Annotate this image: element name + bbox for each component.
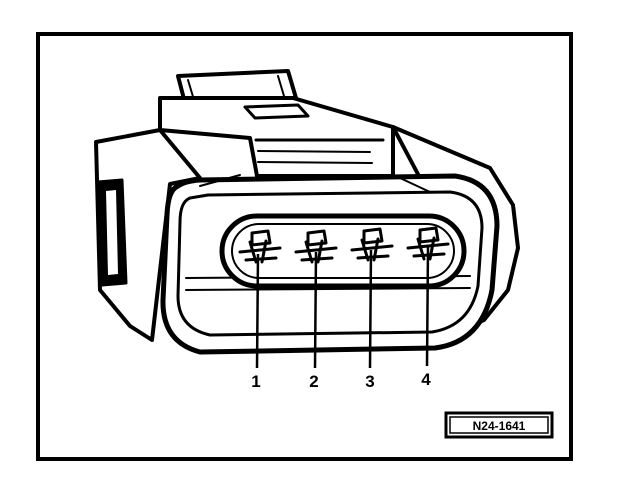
pin-3-leader — [368, 249, 373, 369]
pin-2-leader — [313, 251, 318, 369]
connector-icon — [94, 69, 520, 355]
pin-4-leader — [425, 245, 430, 367]
reference-code-box: N24-1641 — [444, 411, 554, 439]
pin-leader-lines — [255, 245, 430, 369]
pin-label-4: 4 — [421, 370, 431, 389]
pin-label-1: 1 — [251, 372, 260, 391]
pin-label-3: 3 — [365, 372, 374, 391]
reference-code: N24-1641 — [473, 419, 526, 433]
pin-label-2: 2 — [309, 372, 318, 391]
pin-1-leader — [255, 253, 260, 369]
